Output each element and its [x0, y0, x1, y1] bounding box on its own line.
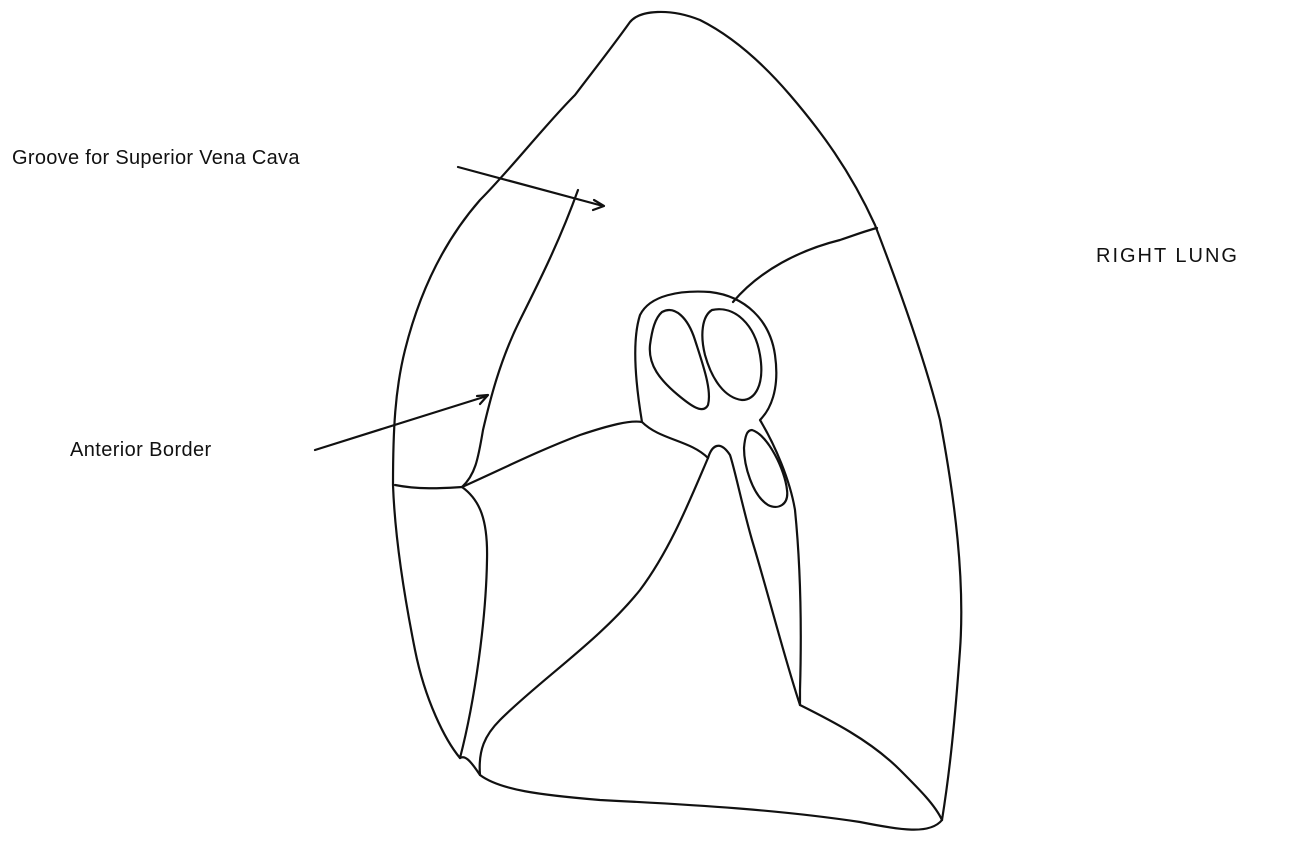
- bronchus-opening-right: [702, 309, 761, 400]
- lung-outline: [393, 12, 961, 830]
- bronchus-opening-left: [650, 310, 709, 409]
- diagram-title: RIGHT LUNG: [1096, 246, 1239, 266]
- vessel-opening-lower: [744, 430, 787, 507]
- groove-base-line: [395, 485, 462, 488]
- anterior-border-pointer-arrow: [315, 396, 487, 450]
- hilum-outline: [635, 292, 801, 705]
- middle-line: [462, 422, 642, 487]
- upper-fissure: [733, 228, 877, 302]
- lower-right-line: [800, 705, 942, 820]
- lower-left-line: [480, 458, 708, 775]
- groove-svc-label: Groove for Superior Vena Cava: [12, 148, 300, 168]
- lower-strip-line: [460, 487, 487, 758]
- anterior-border-label: Anterior Border: [70, 440, 212, 460]
